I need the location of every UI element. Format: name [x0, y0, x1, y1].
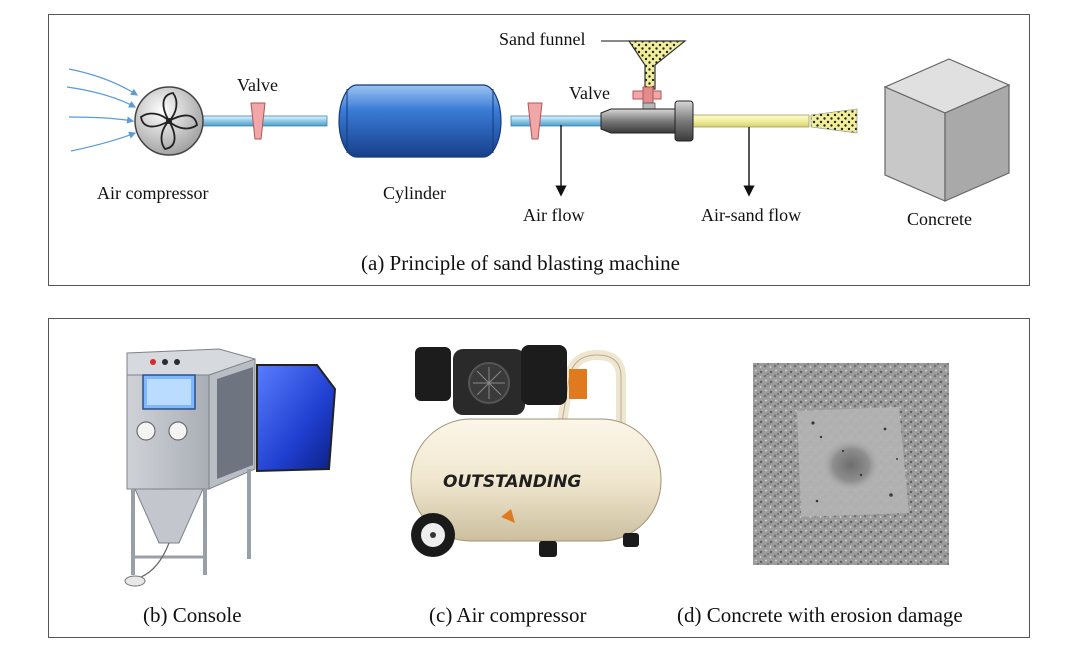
- concrete-erosion-photo: [753, 363, 949, 565]
- label-air-flow: Air flow: [523, 205, 585, 225]
- label-valve-funnel: Valve: [569, 83, 610, 103]
- compressor-brand-text: OUTSTANDING: [443, 472, 581, 492]
- photo-panel-svg: OUTSTANDING: [124, 345, 949, 587]
- caption-principle: (a) Principle of sand blasting machine: [361, 251, 680, 275]
- valve-funnel-icon: [632, 86, 662, 106]
- console-cabinet-photo: [124, 348, 337, 587]
- caption-console: (b) Console: [143, 603, 242, 627]
- valve-middle-icon: [527, 102, 543, 140]
- caption-compressor: (c) Air compressor: [429, 603, 587, 627]
- label-concrete: Concrete: [907, 209, 972, 229]
- caption-concrete: (d) Concrete with erosion damage: [677, 603, 963, 627]
- air-compressor-photo: OUTSTANDING: [410, 345, 662, 557]
- air-compressor-fan-icon: [134, 86, 204, 156]
- sand-spray-icon: [810, 108, 858, 134]
- label-air-compressor: Air compressor: [97, 183, 209, 203]
- label-sand-funnel: Sand funnel: [499, 29, 586, 49]
- principle-diagram-panel: Valve Sand funnel Valve Air compressor C…: [48, 14, 1030, 286]
- pipe-cylinder-gun: [510, 115, 604, 127]
- cylinder-tank-icon: [338, 84, 502, 158]
- sand-funnel-icon: [627, 40, 687, 90]
- pipe-air-sand: [690, 114, 810, 128]
- concrete-cube-icon: [883, 58, 1011, 202]
- pipe-compressor-cylinder: [200, 115, 328, 127]
- blasting-gun-icon: [600, 100, 694, 142]
- label-cylinder: Cylinder: [383, 183, 446, 203]
- label-valve-left: Valve: [237, 75, 278, 95]
- principle-diagram-svg: [66, 40, 1011, 202]
- label-air-sand-flow: Air-sand flow: [701, 205, 802, 225]
- photo-panel: OUTSTANDING: [48, 318, 1030, 638]
- intake-air-lines: [66, 68, 139, 152]
- valve-left-icon: [250, 102, 266, 140]
